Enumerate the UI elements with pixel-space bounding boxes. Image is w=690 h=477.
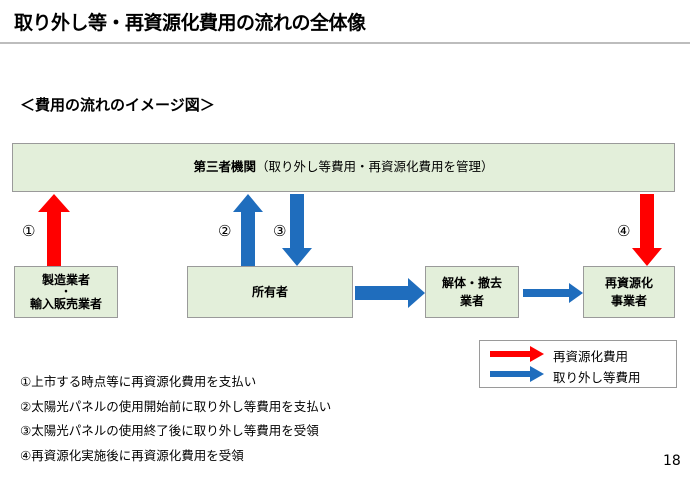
note-item: ④再資源化実施後に再資源化費用を受領 [20, 447, 244, 463]
note-item: ①上市する時点等に再資源化費用を支払い [20, 374, 257, 389]
manufacturer-separator: ・ [61, 286, 71, 298]
note-item: ②太陽光パネルの使用開始前に取り外し等費用を支払い [20, 398, 332, 414]
title-divider [0, 42, 690, 44]
flow-notes: ①上市する時点等に再資源化費用を支払い ②太陽光パネルの使用開始前に取り外し等費… [20, 370, 331, 468]
flow-number-1: ① [22, 222, 36, 240]
note-item: ③太陽光パネルの使用終了後に取り外し等費用を受領 [20, 423, 319, 438]
legend-blue-label: 取り外し等費用 [553, 370, 641, 385]
arrow-4-red-down [632, 194, 662, 266]
arrow-3-blue-down [282, 194, 312, 266]
legend-box: 再資源化費用 取り外し等費用 [479, 340, 677, 388]
legend-red-label: 再資源化費用 [553, 349, 629, 364]
demolition-label-line1: 解体・撤去 [441, 276, 502, 290]
demolition-contractor-box: 解体・撤去 業者 [425, 266, 519, 318]
demolition-label-line2: 業者 [459, 294, 484, 308]
arrow-owner-to-demolition [355, 278, 425, 308]
legend-red-arrow-icon [490, 346, 544, 362]
arrow-2-blue-up [233, 194, 263, 266]
manufacturer-label: 製造業者 [41, 272, 90, 287]
arrow-demolition-to-recycler [523, 283, 583, 303]
page-number: 18 [663, 453, 681, 469]
recycler-box: 再資源化 事業者 [583, 266, 675, 318]
legend-swatches [490, 346, 544, 382]
recycler-label-line1: 再資源化 [604, 276, 653, 290]
importer-label: 輸入販売業者 [29, 296, 102, 311]
recycler-label-line2: 事業者 [610, 294, 647, 308]
arrow-1-red-up [38, 194, 70, 266]
flow-number-4: ④ [617, 222, 631, 240]
flow-number-2: ② [218, 222, 232, 240]
page-title: 取り外し等・再資源化費用の流れの全体像 [14, 12, 366, 34]
legend-blue-arrow-icon [490, 366, 544, 382]
manufacturer-box: 製造業者 ・ 輸入販売業者 [14, 266, 118, 318]
agency-description: （取り外し等費用・再資源化費用を管理） [256, 159, 494, 175]
agency-name: 第三者機関 [193, 159, 256, 175]
owner-box: 所有者 [187, 266, 353, 318]
diagram-subtitle: ＜費用の流れのイメージ図＞ [20, 96, 215, 114]
flow-number-3: ③ [273, 222, 287, 240]
owner-label: 所有者 [251, 285, 288, 299]
third-party-agency-box: 第三者機関（取り外し等費用・再資源化費用を管理） [12, 143, 675, 192]
